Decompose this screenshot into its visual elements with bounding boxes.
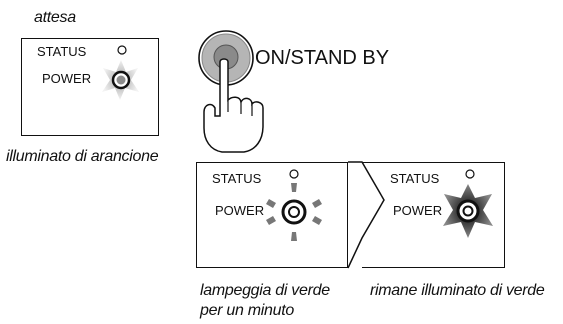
flashing-rays-icon [266, 183, 322, 241]
on-standby-button-label[interactable]: ON/STAND BY [255, 47, 390, 69]
power-label: POWER [215, 203, 265, 218]
status-led-icon [117, 45, 127, 55]
status-led-icon [289, 169, 299, 179]
caption-steady: rimane illuminato di verde [370, 282, 545, 299]
indicator-panel-flashing [196, 162, 348, 268]
power-led-core-icon [462, 205, 474, 217]
caption-orange: illuminato di arancione [6, 148, 159, 165]
indicator-panel-steady [362, 162, 505, 268]
power-led-core-icon [116, 75, 126, 85]
status-label: STATUS [37, 44, 87, 59]
status-label: STATUS [390, 171, 440, 186]
power-led-core-icon [288, 206, 300, 218]
indicator-panel-standby [21, 38, 159, 136]
caption-flashing-line2: per un minuto [200, 302, 294, 319]
status-led-icon [465, 169, 475, 179]
pointing-hand-icon [203, 58, 264, 153]
caption-standby: attesa [34, 9, 76, 26]
power-label: POWER [42, 71, 92, 86]
status-label: STATUS [212, 171, 262, 186]
power-label: POWER [393, 203, 443, 218]
caption-flashing-line1: lampeggia di verde [200, 282, 330, 299]
